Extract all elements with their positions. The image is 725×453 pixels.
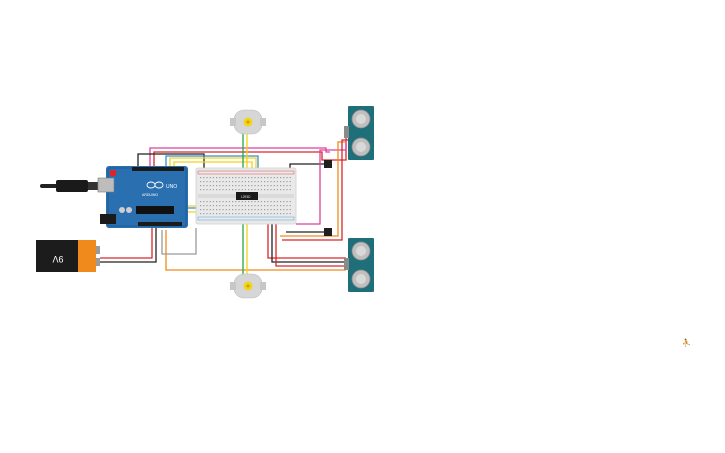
wire-black-top[interactable] <box>137 153 205 172</box>
dc-motor-bottom[interactable] <box>230 273 266 299</box>
motor-driver-ic[interactable]: L293D <box>236 192 258 200</box>
arduino-uno[interactable]: UNO ARDUINO <box>97 166 188 228</box>
battery-9v[interactable]: 9V <box>36 240 100 272</box>
motor-driver-label: L293D <box>241 195 251 199</box>
ultrasonic-sensor-top[interactable] <box>344 106 374 160</box>
arduino-uno-label: UNO <box>166 184 177 190</box>
wire-red-battery[interactable] <box>100 226 153 259</box>
component-top-right[interactable] <box>324 160 332 168</box>
battery-label: 9V <box>52 254 63 264</box>
wire-red-bottom-2[interactable] <box>275 222 348 267</box>
arduino-brand-label: ARDUINO <box>142 193 158 197</box>
wire-black-bottom[interactable] <box>271 222 346 263</box>
breadboard-holes <box>200 177 291 215</box>
dc-motor-top[interactable] <box>230 109 266 135</box>
wire-black-battery[interactable] <box>100 226 157 263</box>
wire-gray-bottom[interactable] <box>161 228 197 255</box>
wire-orange-bottom[interactable] <box>165 230 346 271</box>
person-icon: ⛹ <box>682 338 691 347</box>
arduino-logo <box>146 181 164 189</box>
ultrasonic-sensor-bottom[interactable] <box>344 238 374 292</box>
wire-red-right[interactable] <box>282 139 348 241</box>
component-bottom-right[interactable] <box>324 228 332 236</box>
wire-pink-top[interactable] <box>149 147 330 166</box>
wire-red-bottom[interactable] <box>267 222 346 259</box>
